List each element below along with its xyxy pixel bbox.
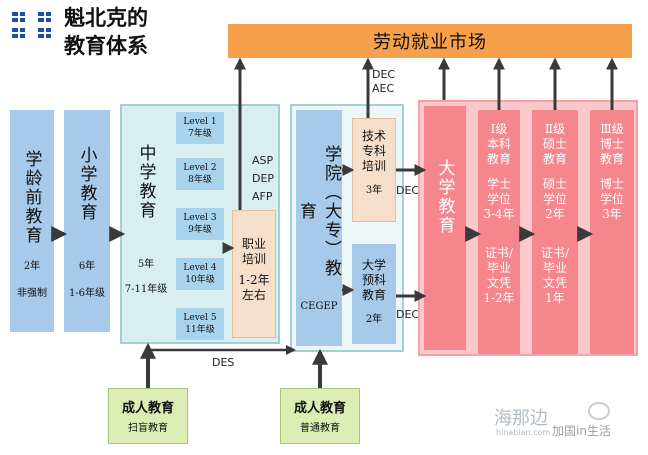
dec-label: DEC — [396, 184, 420, 197]
doctorate-years: 3年 — [602, 207, 622, 221]
vocational-line: 1-2年 — [238, 273, 270, 287]
tech-training-years: 3年 — [365, 185, 383, 196]
bachelor-years: 3-4年 — [483, 207, 515, 221]
asp-label: ASP — [252, 154, 274, 167]
bachelor-cert: 文凭 — [486, 276, 511, 290]
master-title: 硕士 — [542, 137, 567, 151]
bachelor-box: Ⅰ级 本科 教育 学士 学位 3-4年 证书/ 毕业 文凭 1-2年 — [478, 110, 520, 354]
watermark-brand: 海那边 — [494, 408, 548, 429]
master-degree: 学位 — [542, 192, 567, 206]
adult-general-box: 成人教育 普通教育 — [280, 388, 360, 444]
vocational-line: 左右 — [241, 288, 266, 302]
title-line-1: 魁北克的 — [64, 6, 148, 30]
adult-literacy-title: 成人教育 — [121, 401, 174, 416]
dep-label: DEP — [252, 172, 275, 185]
level-grade: 11年级 — [185, 325, 215, 335]
labor-market-label: 劳动就业市场 — [373, 32, 487, 53]
primary-title: 小学教育 — [76, 146, 97, 222]
adult-general-title: 成人教育 — [293, 401, 346, 416]
vocational-line: 职业 — [241, 237, 266, 251]
bachelor-degree: 学位 — [486, 192, 511, 206]
university-box: 大学教育 — [424, 106, 466, 350]
bachelor-cert: 1-2年 — [483, 291, 515, 305]
bachelor-title: Ⅰ级 — [490, 122, 508, 136]
afp-label: AFP — [252, 190, 273, 203]
watermark-account: 加国in生活 — [552, 424, 611, 438]
level-box: Level 2 8年级 — [176, 158, 224, 190]
preschool-box: 学龄前教育 2年 非强制 — [10, 110, 54, 332]
doctorate-title: 博士 — [599, 137, 624, 151]
quebec-flag-icon — [38, 28, 51, 38]
cegep-box: 学院（大专）教育 CEGEP — [296, 110, 342, 346]
level-name: Level 4 — [183, 263, 217, 273]
level-grade: 10年级 — [185, 275, 215, 285]
level-name: Level 2 — [183, 163, 217, 173]
cegep-name: CEGEP — [300, 301, 338, 312]
quebec-flag-icon — [12, 28, 25, 38]
bachelor-title: 教育 — [486, 152, 511, 166]
pre-university-title: 大学预科教育 — [361, 258, 386, 302]
master-box: Ⅱ级 硕士 教育 硕士 学位 2年 证书/ 毕业 文凭 1年 — [532, 110, 578, 354]
aec-label: AEC — [372, 82, 395, 95]
doctorate-box: Ⅲ级 博士 教育 博士 学位 3年 — [590, 110, 634, 354]
wechat-icon — [588, 402, 610, 420]
level-box: Level 3 9年级 — [176, 208, 224, 240]
quebec-flag-icon — [12, 12, 25, 22]
title-line-2: 教育体系 — [64, 34, 148, 58]
preschool-note: 非强制 — [17, 288, 47, 299]
level-box: Level 5 11年级 — [176, 308, 224, 340]
master-title: Ⅱ级 — [544, 122, 566, 136]
primary-years: 6年 — [78, 261, 96, 272]
bachelor-cert: 毕业 — [486, 261, 511, 275]
university-title: 大学教育 — [434, 159, 455, 235]
secondary-title: 中学教育 — [135, 144, 156, 220]
pre-university-years: 2年 — [365, 314, 383, 325]
level-name: Level 5 — [183, 313, 217, 323]
level-name: Level 1 — [183, 117, 217, 127]
bachelor-degree: 学士 — [486, 177, 511, 191]
des-label: DES — [212, 356, 235, 369]
cegep-title: 学院（大专）教育 — [296, 144, 341, 278]
primary-box: 小学教育 6年 1-6年级 — [64, 110, 110, 332]
tech-training-box: 技术专科培训 3年 — [352, 118, 396, 222]
level-box: Level 1 7年级 — [176, 112, 224, 144]
preschool-years: 2年 — [23, 261, 41, 272]
secondary-column: 中学教育 5年 7-11年级 — [122, 106, 170, 342]
doctorate-degree: 博士 — [599, 177, 624, 191]
master-title: 教育 — [542, 152, 567, 166]
labor-market-bar: 劳动就业市场 — [228, 24, 632, 58]
master-degree: 硕士 — [542, 177, 567, 191]
pre-university-box: 大学预科教育 2年 — [352, 244, 396, 344]
level-grade: 8年级 — [188, 175, 212, 185]
watermark-brand-sub: hinabian.com — [496, 428, 551, 437]
dec-label: DEC — [372, 68, 396, 81]
vocational-line: 培训 — [241, 252, 266, 266]
level-grade: 7年级 — [188, 129, 212, 139]
quebec-flag-icon — [38, 12, 51, 22]
master-cert: 证书/ — [540, 246, 570, 260]
doctorate-degree: 学位 — [599, 192, 624, 206]
preschool-title: 学龄前教育 — [21, 149, 42, 245]
master-years: 2年 — [545, 207, 565, 221]
master-cert: 毕业 — [542, 261, 567, 275]
primary-grades: 1-6年级 — [68, 288, 106, 299]
secondary-grades: 7-11年级 — [124, 284, 168, 295]
bachelor-title: 本科 — [486, 137, 511, 151]
level-name: Level 3 — [183, 213, 217, 223]
bachelor-cert: 证书/ — [484, 246, 514, 260]
doctorate-title: Ⅲ级 — [600, 122, 624, 136]
doctorate-title: 教育 — [599, 152, 624, 166]
tech-training-title: 技术专科培训 — [361, 129, 386, 173]
dec-label: DEC — [396, 308, 420, 321]
adult-literacy-box: 成人教育 扫盲教育 — [108, 388, 188, 444]
level-box: Level 4 10年级 — [176, 258, 224, 290]
secondary-years: 5年 — [137, 259, 155, 270]
level-grade: 9年级 — [188, 225, 212, 235]
adult-general-sub: 普通教育 — [300, 423, 340, 434]
master-cert: 文凭 — [542, 276, 567, 290]
vocational-training-box: 职业 培训 1-2年 左右 — [232, 210, 276, 338]
adult-literacy-sub: 扫盲教育 — [128, 423, 168, 434]
master-cert: 1年 — [545, 291, 565, 305]
